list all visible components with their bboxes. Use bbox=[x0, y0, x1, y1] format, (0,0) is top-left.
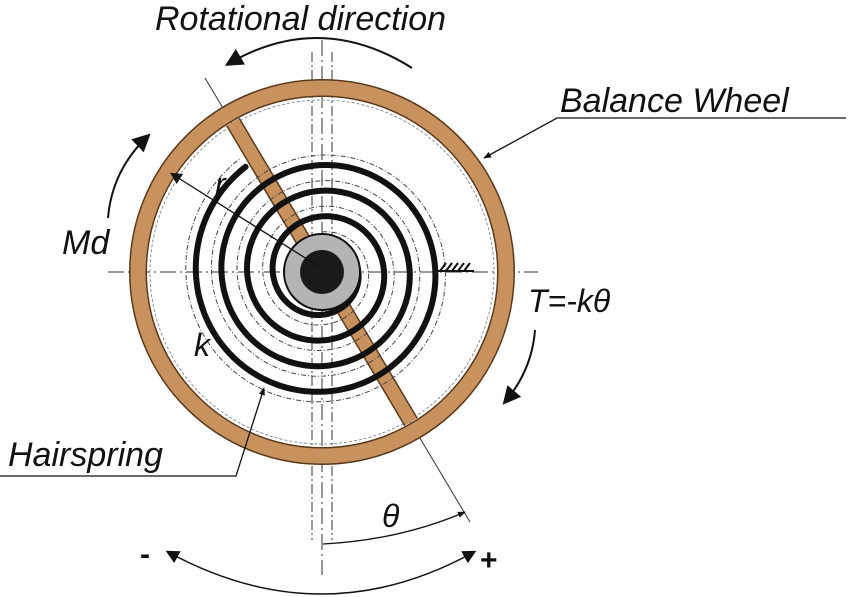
anchor-hatch bbox=[439, 262, 447, 272]
hairspring-label: Hairspring bbox=[8, 436, 163, 474]
radius-label: r bbox=[215, 166, 227, 202]
anchor-hatch bbox=[451, 262, 459, 272]
balance-wheel-leader bbox=[483, 117, 846, 159]
radius-arrow bbox=[170, 172, 319, 267]
wheel-rim-fill bbox=[130, 80, 514, 464]
anchor-hatch bbox=[445, 262, 453, 272]
hub bbox=[283, 233, 361, 311]
balance-wheel-label: Balance Wheel bbox=[560, 82, 790, 120]
rotational-direction-label: Rotational direction bbox=[155, 0, 446, 38]
anchor-hatch bbox=[457, 262, 465, 272]
md-arrow bbox=[107, 133, 151, 219]
stud-anchor bbox=[436, 262, 474, 272]
torque-label: T=-kθ bbox=[528, 283, 611, 319]
hairspring-spiral bbox=[192, 162, 439, 395]
torque-arrow bbox=[502, 329, 536, 405]
spring-constant-label: k bbox=[194, 327, 212, 363]
rotation-arrow bbox=[224, 36, 413, 69]
wheel-rim-inner-line bbox=[149, 99, 495, 445]
md-label: Md bbox=[62, 224, 110, 262]
theta-arc bbox=[322, 511, 466, 545]
balance-staff bbox=[300, 250, 344, 294]
minus-sign: - bbox=[140, 538, 150, 571]
plus-sign: + bbox=[480, 544, 498, 577]
theta-label: θ bbox=[382, 498, 400, 534]
anchor-hatch bbox=[463, 262, 471, 272]
hairspring-leader bbox=[0, 387, 265, 477]
swing-arc bbox=[165, 550, 477, 595]
